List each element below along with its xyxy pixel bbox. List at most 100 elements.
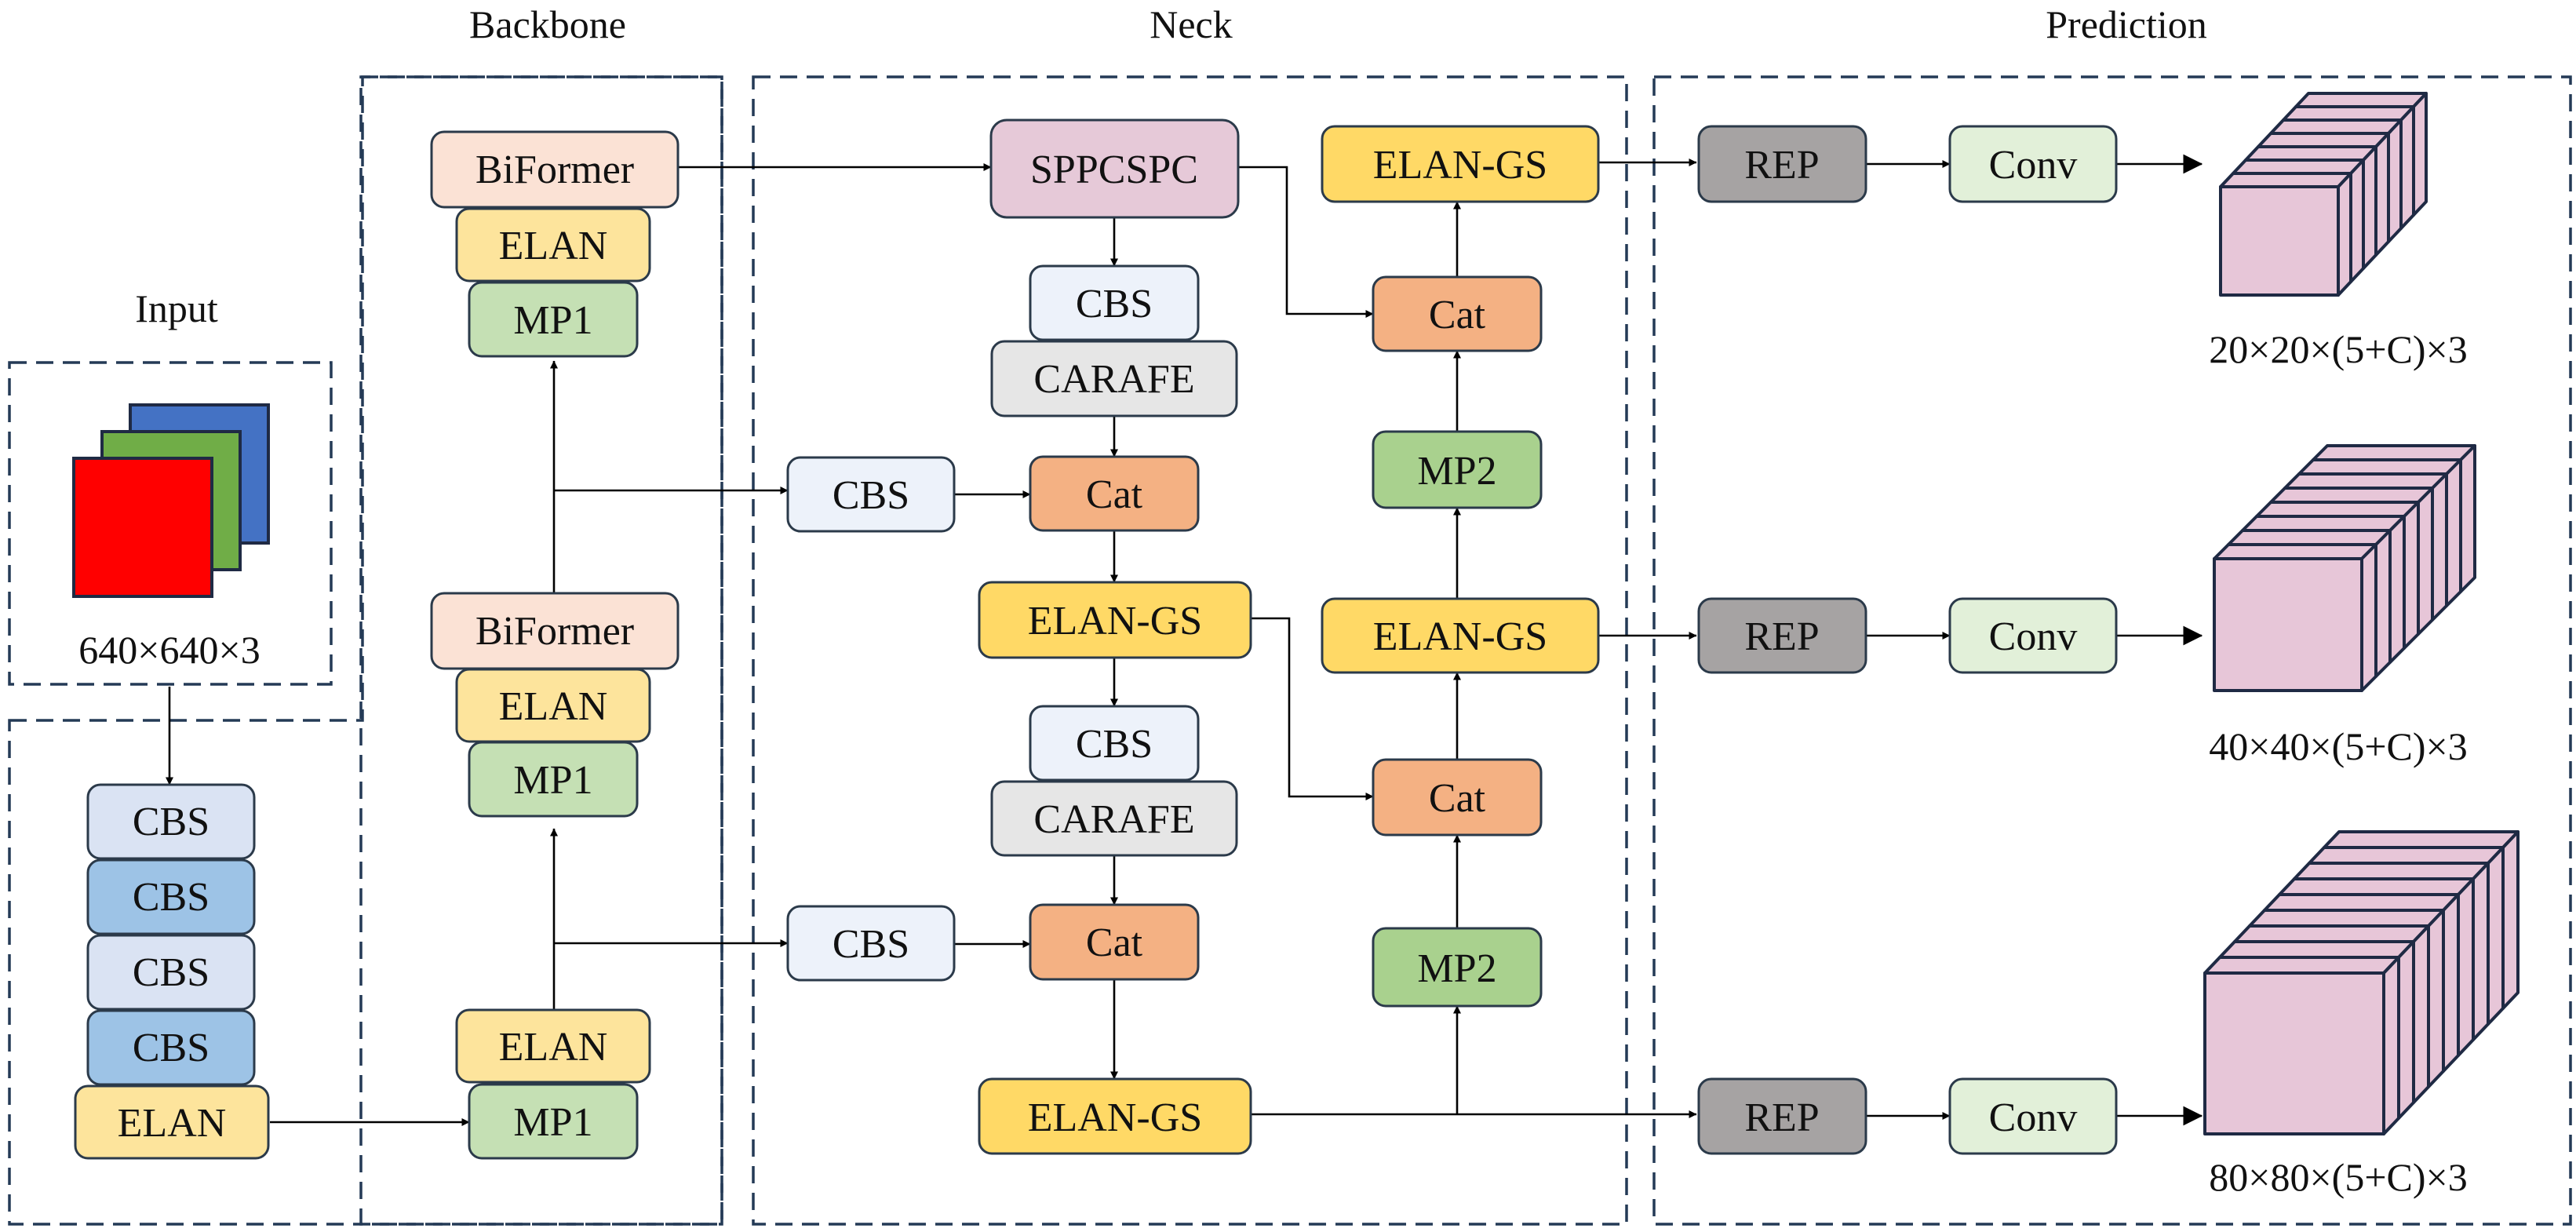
svg-text:CBS: CBS <box>1076 282 1153 326</box>
block-nk-elangs-mid: ELAN-GS <box>1321 597 1600 674</box>
block-nk-mp2-bot: MP2 <box>1372 927 1543 1008</box>
tensor-slice-top <box>2278 877 2475 896</box>
svg-text:CBS: CBS <box>1076 722 1153 767</box>
block-nk-mp2-top: MP2 <box>1372 430 1543 509</box>
tensor-slice-side <box>2374 132 2390 257</box>
tensor-slice-top <box>2312 444 2476 461</box>
tensor-front-side <box>2382 956 2400 1135</box>
tensor-slice-top <box>2233 924 2430 943</box>
tensor-slice-side <box>2431 472 2448 621</box>
block-pr-rep2: REP <box>1697 597 1867 674</box>
tensor-front-face <box>2213 557 2363 692</box>
blocks: BiFormer ELAN MP1 BiFormer ELAN MP1 ELAN… <box>74 118 2118 1160</box>
neck-region <box>752 75 1628 1226</box>
tensor-front-side <box>2337 172 2352 297</box>
block-pr-conv1: Conv <box>1948 125 2118 203</box>
tensor-slice-top <box>2241 515 2406 532</box>
svg-text:Cat: Cat <box>1086 920 1143 965</box>
block-in-cbs3: CBS <box>86 934 256 1011</box>
svg-text:MP1: MP1 <box>513 758 592 803</box>
block-nk-elangs-top: ELAN-GS <box>1321 125 1600 203</box>
svg-text:SPPCSPC: SPPCSPC <box>1030 148 1198 192</box>
block-bb-elan1: ELAN <box>455 207 651 282</box>
input-size-label: 640×640×3 <box>78 628 260 672</box>
tensor-slice-side <box>2459 444 2476 593</box>
svg-text:BiFormer: BiFormer <box>475 148 634 192</box>
svg-text:ELAN-GS: ELAN-GS <box>1028 1095 1202 1140</box>
tensor-slice-side <box>2362 145 2377 270</box>
block-bb-biformer1: BiFormer <box>430 130 680 209</box>
tensor-slice-side <box>2417 487 2434 636</box>
block-in-cbs4: CBS <box>86 1009 256 1086</box>
tensor-front-top <box>2219 172 2352 188</box>
block-nk-cat-mid: Cat <box>1372 758 1543 837</box>
block-bb-mp1a: MP1 <box>468 281 639 358</box>
tensor-slice-top <box>2255 501 2420 518</box>
svg-text:MP2: MP2 <box>1417 449 1496 494</box>
output-tensor-20 <box>2219 92 2428 297</box>
block-pr-rep3: REP <box>1697 1077 1867 1155</box>
svg-text:BiFormer: BiFormer <box>475 609 634 654</box>
tensor-slice-top <box>2263 893 2460 912</box>
block-nk-cbs2: CBS <box>1029 705 1200 782</box>
block-pr-conv2: Conv <box>1948 597 2118 674</box>
tensor-slice-top <box>2282 105 2415 122</box>
tensor-slice-side <box>2403 501 2420 650</box>
tensor-slice-top <box>2232 159 2365 175</box>
tensor-slice-top <box>2269 118 2403 135</box>
tensor-slice-top <box>2218 940 2415 959</box>
tensor-slice-side <box>2399 105 2415 230</box>
block-nk-cat-top: Cat <box>1372 275 1543 352</box>
block-nk-carafe1: CARAFE <box>990 340 1238 417</box>
block-nk-cbs1: CBS <box>1029 264 1200 341</box>
neck-title: Neck <box>1150 2 1233 46</box>
block-nk-cbs-side1: CBS <box>786 456 956 533</box>
input-lower-region <box>8 75 723 1226</box>
block-bb-biformer2: BiFormer <box>430 592 680 670</box>
block-nk-cat1: Cat <box>1029 455 1200 532</box>
output-label-80: 80×80×(5+C)×3 <box>2209 1155 2467 1199</box>
svg-text:ELAN: ELAN <box>118 1101 227 1146</box>
tensor-slice-top <box>2323 830 2520 849</box>
svg-text:REP: REP <box>1744 1095 1819 1140</box>
tensor-slice-top <box>2269 487 2434 504</box>
svg-text:Conv: Conv <box>1989 614 2078 659</box>
block-nk-elangs2: ELAN-GS <box>978 1077 1252 1155</box>
tensor-slice-side <box>2427 909 2445 1088</box>
tensor-slice-side <box>2388 515 2406 664</box>
tensor-front-top <box>2213 543 2377 560</box>
svg-text:Conv: Conv <box>1989 1095 2078 1140</box>
tensor-front-face <box>2203 971 2385 1135</box>
block-bb-elan3: ELAN <box>455 1008 651 1084</box>
tensor-slice-top <box>2294 92 2428 108</box>
svg-text:CBS: CBS <box>833 473 909 518</box>
block-bb-elan2: ELAN <box>455 668 651 743</box>
svg-text:CBS: CBS <box>133 800 210 844</box>
output-label-40: 40×40×(5+C)×3 <box>2209 724 2467 768</box>
tensor-slice-top <box>2227 529 2392 546</box>
svg-text:REP: REP <box>1744 143 1819 188</box>
svg-text:Cat: Cat <box>1429 776 1486 821</box>
tensor-slice-side <box>2397 940 2415 1120</box>
block-nk-cat2: Cat <box>1029 903 1200 981</box>
block-nk-carafe2: CARAFE <box>990 780 1238 857</box>
svg-text:ELAN-GS: ELAN-GS <box>1028 599 1202 643</box>
input-image-icon <box>72 403 270 598</box>
svg-text:ELAN-GS: ELAN-GS <box>1373 614 1547 659</box>
edge-sppcspc-to-cat-top <box>1238 166 1374 318</box>
tensor-slice-top <box>2297 458 2462 476</box>
svg-text:CBS: CBS <box>833 922 909 967</box>
tensor-slice-side <box>2487 846 2505 1026</box>
svg-text:Cat: Cat <box>1429 293 1486 337</box>
tensor-slice-top <box>2283 472 2448 490</box>
svg-text:MP1: MP1 <box>513 298 592 343</box>
prediction-region <box>1652 75 2572 1226</box>
tensor-slice-top <box>2244 145 2377 162</box>
tensor-slice-side <box>2412 924 2430 1104</box>
svg-text:ELAN: ELAN <box>499 1025 608 1070</box>
svg-text:CBS: CBS <box>133 875 210 920</box>
block-bb-mp1c: MP1 <box>468 1083 639 1160</box>
edges <box>166 154 2203 1126</box>
tensor-slice-top <box>2257 132 2390 148</box>
